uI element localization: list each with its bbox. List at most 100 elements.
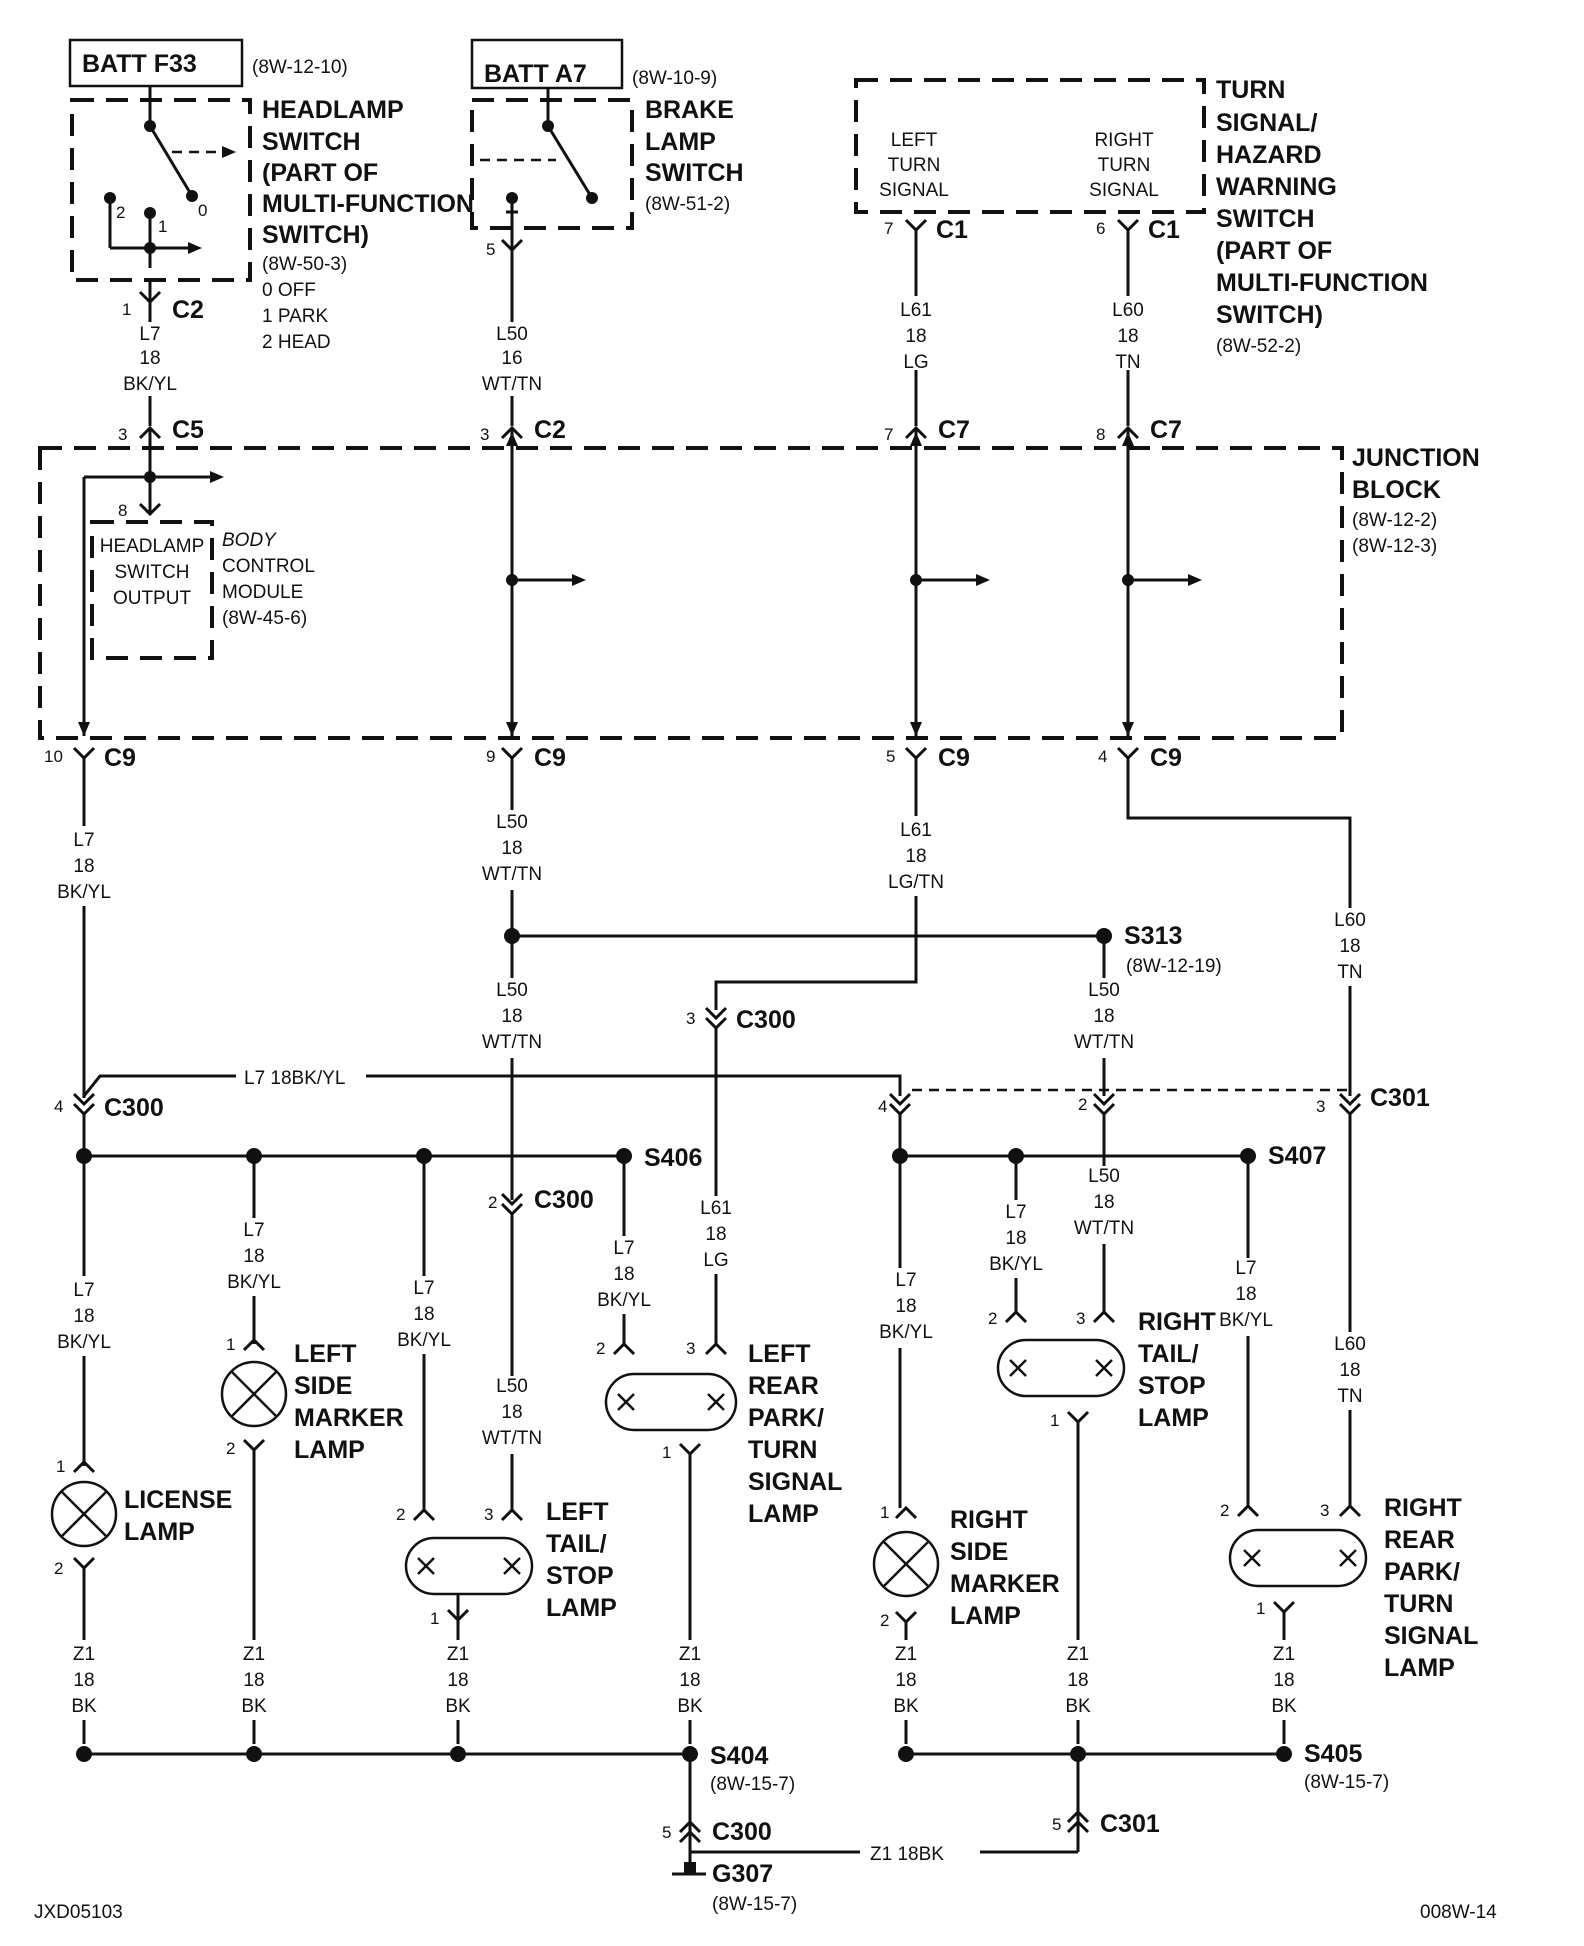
svg-text:BK/YL: BK/YL xyxy=(57,882,111,903)
svg-text:LAMP: LAMP xyxy=(1138,1404,1209,1432)
svg-text:1: 1 xyxy=(1050,1411,1059,1430)
svg-text:5: 5 xyxy=(1052,1815,1061,1834)
splice-s313: S313 (8W-12-19) xyxy=(1124,922,1222,977)
svg-text:BK/YL: BK/YL xyxy=(879,1322,933,1343)
svg-text:18: 18 xyxy=(73,1306,94,1327)
svg-text:SWITCH): SWITCH) xyxy=(1216,301,1323,329)
svg-text:18: 18 xyxy=(501,1006,522,1027)
headlamp-switch-title: HEADLAMP SWITCH (PART OF MULTI-FUNCTION … xyxy=(262,96,474,353)
svg-text:18: 18 xyxy=(1339,936,1360,957)
svg-text:2: 2 xyxy=(1078,1095,1087,1114)
svg-text:(8W-12-3): (8W-12-3) xyxy=(1352,536,1437,557)
wire-l7-left-tail: L7 18 BK/YL xyxy=(396,1276,454,1354)
connector-c5: 3 C5 xyxy=(118,416,204,444)
connector-c2-jb: 3 C2 xyxy=(480,416,566,444)
svg-text:18: 18 xyxy=(1117,326,1138,347)
splice-s405: S405 (8W-15-7) xyxy=(1304,1740,1389,1793)
svg-text:TAIL/: TAIL/ xyxy=(546,1530,607,1558)
right-tail-stop-lamp: 2 3 1 RIGHT TAIL/ STOP LAMP xyxy=(988,1308,1216,1432)
svg-text:RIGHT: RIGHT xyxy=(1138,1308,1216,1336)
left-turn-signal-label: LEFT TURN SIGNAL xyxy=(879,130,949,201)
footer-left: JXD05103 xyxy=(34,1902,123,1923)
batt-a7-label: BATT A7 xyxy=(484,60,587,88)
svg-text:SIGNAL: SIGNAL xyxy=(748,1468,842,1496)
svg-text:L50: L50 xyxy=(496,1376,528,1397)
connector-c301: 4 2 3 C301 xyxy=(878,1084,1430,1117)
left-tail-stop-lamp: 2 3 1 LEFT TAIL/ STOP LAMP xyxy=(396,1498,617,1628)
svg-text:18: 18 xyxy=(243,1246,264,1267)
svg-text:(8W-12-19): (8W-12-19) xyxy=(1126,956,1222,977)
wire-l50-mid: L50 18 WT/TN xyxy=(480,810,544,890)
svg-text:2: 2 xyxy=(488,1193,497,1212)
svg-text:C1: C1 xyxy=(1148,216,1180,244)
svg-text:L50: L50 xyxy=(496,812,528,833)
svg-text:C2: C2 xyxy=(534,416,566,444)
svg-text:L60: L60 xyxy=(1334,1334,1366,1355)
svg-text:(PART OF: (PART OF xyxy=(1216,237,1332,265)
svg-text:BK: BK xyxy=(71,1696,97,1717)
svg-text:1: 1 xyxy=(880,1503,889,1522)
svg-text:3: 3 xyxy=(1320,1501,1329,1520)
svg-text:C300: C300 xyxy=(736,1006,796,1034)
svg-text:(8W-15-7): (8W-15-7) xyxy=(1304,1772,1389,1793)
svg-text:BK: BK xyxy=(241,1696,267,1717)
svg-text:3: 3 xyxy=(484,1505,493,1524)
svg-text:SWITCH: SWITCH xyxy=(1216,205,1315,233)
svg-text:2: 2 xyxy=(1220,1501,1229,1520)
wire-l7-left-side: L7 18 BK/YL xyxy=(224,1218,284,1296)
svg-text:L50: L50 xyxy=(1088,1166,1120,1187)
svg-text:BK/YL: BK/YL xyxy=(1219,1310,1273,1331)
wire-l61-top: L61 18 LG xyxy=(894,296,938,373)
wire-l7-right-tail: L7 18 BK/YL xyxy=(988,1200,1044,1278)
connector-c9-1: 10 C9 xyxy=(44,744,136,772)
svg-text:L61: L61 xyxy=(900,820,932,841)
connector-c1-left: 7 C1 xyxy=(884,216,968,244)
svg-text:MARKER: MARKER xyxy=(950,1570,1060,1598)
svg-text:SWITCH: SWITCH xyxy=(115,562,190,583)
svg-text:(8W-12-2): (8W-12-2) xyxy=(1352,510,1437,531)
svg-text:S405: S405 xyxy=(1304,1740,1362,1768)
svg-text:C301: C301 xyxy=(1100,1810,1160,1838)
wire-l50-right-tail: L50 18 WT/TN xyxy=(1074,1166,1138,1244)
svg-text:Z1: Z1 xyxy=(1067,1644,1089,1665)
svg-text:2: 2 xyxy=(596,1339,605,1358)
splice-s404: S404 (8W-15-7) xyxy=(710,1742,795,1795)
connector-c2-headlamp: 1 C2 xyxy=(122,290,204,324)
svg-text:LG/TN: LG/TN xyxy=(888,872,944,893)
svg-text:7: 7 xyxy=(884,219,893,238)
right-turn-signal-label: RIGHT TURN SIGNAL xyxy=(1089,130,1159,201)
connector-c9-4: 4 C9 xyxy=(1098,744,1182,772)
svg-text:Z1: Z1 xyxy=(679,1644,701,1665)
svg-text:BLOCK: BLOCK xyxy=(1352,476,1441,504)
svg-text:18: 18 xyxy=(1093,1192,1114,1213)
svg-text:3: 3 xyxy=(118,425,127,444)
wire-l50-s313: L50 18 WT/TN xyxy=(1074,978,1138,1058)
svg-text:MARKER: MARKER xyxy=(294,1404,404,1432)
svg-text:16: 16 xyxy=(501,348,522,369)
pos-label-2: 2 xyxy=(116,203,125,222)
svg-text:TAIL/: TAIL/ xyxy=(1138,1340,1199,1368)
wire-l7-inline: L7 18BK/YL xyxy=(244,1068,345,1089)
connector-c1-right: 6 C1 xyxy=(1096,216,1180,244)
svg-text:BK: BK xyxy=(1271,1696,1297,1717)
svg-text:C300: C300 xyxy=(534,1186,594,1214)
svg-text:LAMP: LAMP xyxy=(124,1518,195,1546)
connector-c300-l50: 2 C300 xyxy=(488,1186,594,1217)
svg-text:BK: BK xyxy=(1065,1696,1091,1717)
svg-text:8: 8 xyxy=(118,501,127,520)
svg-text:C5: C5 xyxy=(172,416,204,444)
connector-c301-ground: 5 C301 xyxy=(1052,1809,1160,1838)
svg-text:REAR: REAR xyxy=(1384,1526,1455,1554)
connector-c7-right: 8 C7 xyxy=(1096,416,1182,444)
svg-text:SIGNAL: SIGNAL xyxy=(879,180,949,201)
svg-text:PARK/: PARK/ xyxy=(1384,1558,1460,1586)
svg-text:2 HEAD: 2 HEAD xyxy=(262,332,331,353)
svg-text:3: 3 xyxy=(686,1339,695,1358)
connector-c9-2: 9 C9 xyxy=(486,744,566,772)
svg-text:18: 18 xyxy=(905,326,926,347)
svg-text:3: 3 xyxy=(1316,1097,1325,1116)
svg-text:L60: L60 xyxy=(1112,300,1144,321)
svg-text:LAMP: LAMP xyxy=(546,1594,617,1622)
svg-text:C300: C300 xyxy=(104,1094,164,1122)
wire-l61-mid: L61 18 LG/TN xyxy=(888,816,944,896)
